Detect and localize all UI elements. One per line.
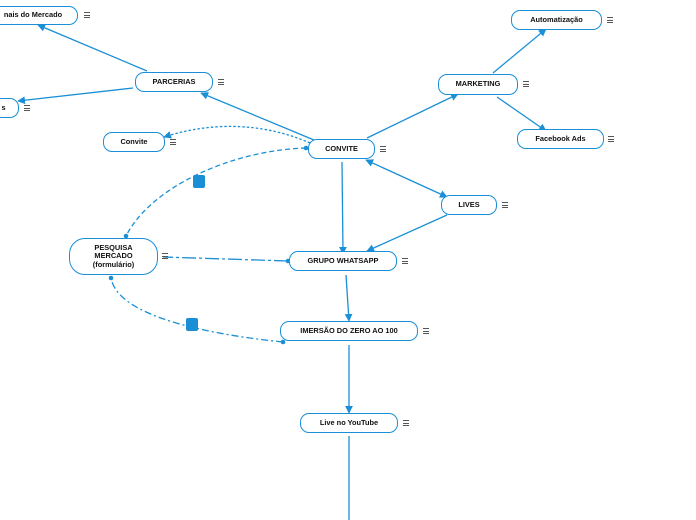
node-label: GRUPO WHATSAPP	[307, 255, 379, 265]
edge-parcerias-canais	[37, 24, 148, 72]
edge-lives-grupo	[366, 214, 448, 252]
node-s[interactable]: s	[0, 98, 19, 118]
node-label: Facebook Ads	[535, 133, 586, 143]
node-label: LIVES	[458, 199, 480, 209]
node-label: Live no YouTube	[319, 417, 379, 427]
hamburger-menu-icon[interactable]	[84, 12, 90, 18]
hamburger-menu-icon[interactable]	[607, 17, 613, 23]
hamburger-menu-icon[interactable]	[502, 202, 508, 208]
node-canais-do-mercado[interactable]: nais do Mercado	[0, 6, 78, 25]
node-pesquisa-mercado[interactable]: PESQUISA MERCADO (formulário)	[69, 238, 158, 275]
connector-dot	[108, 275, 114, 281]
node-facebook-ads[interactable]: Facebook Ads	[517, 129, 604, 149]
edge-convite-pesquisa	[125, 147, 307, 237]
hamburger-menu-icon[interactable]	[402, 258, 408, 264]
connector-dot	[280, 339, 286, 345]
node-label: Convite	[120, 136, 148, 146]
connector-dot	[303, 145, 309, 151]
node-label: nais do Mercado	[3, 10, 63, 20]
node-label: MARKETING	[455, 79, 501, 89]
node-label-line: (formulário)	[92, 259, 135, 269]
hamburger-menu-icon[interactable]	[403, 420, 409, 426]
node-convite[interactable]: CONVITE	[308, 139, 375, 159]
node-label: CONVITE	[325, 143, 358, 153]
node-marketing[interactable]: MARKETING	[438, 74, 518, 95]
node-parcerias[interactable]: PARCERIAS	[135, 72, 213, 92]
hamburger-menu-icon[interactable]	[380, 146, 386, 152]
node-automatizacao[interactable]: Automatização	[511, 10, 602, 30]
edge-convite-lives	[365, 159, 448, 198]
edge-marketing-facebook	[496, 96, 547, 132]
edge-grupo-pesquisa	[162, 256, 289, 262]
edge-convite-parcerias	[200, 92, 315, 141]
hamburger-menu-icon[interactable]	[608, 136, 614, 142]
hamburger-menu-icon[interactable]	[170, 139, 176, 145]
node-live-no-youtube[interactable]: Live no YouTube	[300, 413, 398, 433]
hamburger-menu-icon[interactable]	[423, 328, 429, 334]
node-label-line: MERCADO	[94, 251, 133, 261]
edge-convite-convite-small	[163, 125, 311, 144]
hamburger-menu-icon[interactable]	[162, 253, 168, 259]
hamburger-menu-icon[interactable]	[218, 79, 224, 85]
edge-parcerias-s	[17, 87, 134, 105]
edge-marketing-automatizacao	[492, 28, 547, 74]
hamburger-menu-icon[interactable]	[523, 81, 529, 87]
node-label-line: PESQUISA	[94, 242, 133, 252]
edge-imersao-pesquisa	[110, 277, 284, 343]
note-icon[interactable]	[186, 318, 198, 331]
note-icon[interactable]	[193, 175, 205, 188]
node-label: s	[1, 102, 6, 112]
edge-convite-grupo	[339, 161, 347, 255]
node-label: PARCERIAS	[152, 76, 196, 86]
node-label: Automatização	[530, 14, 583, 24]
node-label: IMERSÃO DO ZERO AO 100	[300, 325, 398, 335]
connector-dot	[123, 233, 129, 239]
node-grupo-whatsapp[interactable]: GRUPO WHATSAPP	[289, 251, 397, 271]
edge-convite-marketing	[366, 93, 459, 139]
node-convite-small[interactable]: Convite	[103, 132, 165, 152]
node-imersao-do-zero-ao-100[interactable]: IMERSÃO DO ZERO AO 100	[280, 321, 418, 341]
node-lives[interactable]: LIVES	[441, 195, 497, 215]
hamburger-menu-icon[interactable]	[24, 105, 30, 111]
edge-grupo-imersao	[344, 274, 353, 322]
